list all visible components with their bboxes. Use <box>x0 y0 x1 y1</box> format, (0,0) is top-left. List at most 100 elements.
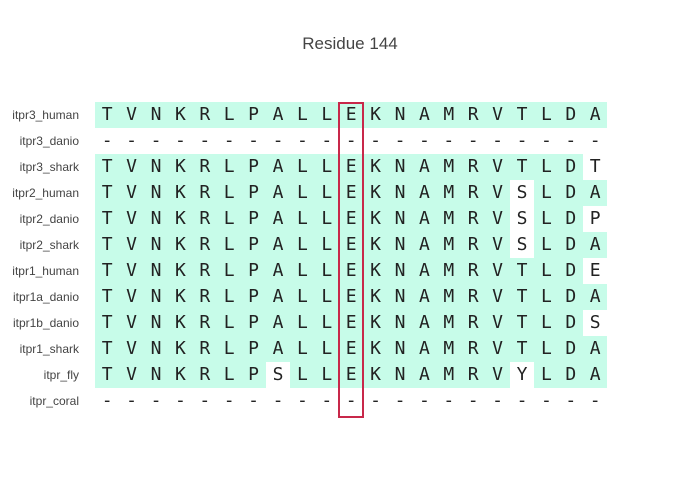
residue-cell: - <box>345 130 357 151</box>
residue-cell: R <box>461 258 486 284</box>
residue-cell: S <box>516 234 528 255</box>
residue-cell: - <box>272 130 284 151</box>
residue-cell: M <box>436 258 461 284</box>
residue-cell: N <box>143 258 169 284</box>
residue-cell: T <box>509 310 535 336</box>
residue-cell: T <box>95 336 120 362</box>
residue-cell: A <box>265 102 291 128</box>
residue-cell: D <box>558 102 583 128</box>
residue-cell: D <box>558 284 583 310</box>
residue-cell: L <box>217 180 242 206</box>
residue-cell: K <box>363 154 388 180</box>
residue-cell: S <box>272 364 284 385</box>
residue-cell: R <box>192 310 217 336</box>
residue-cell: N <box>143 154 169 180</box>
residue-cell: R <box>192 258 217 284</box>
residue-cell: D <box>558 232 583 258</box>
residue-cell: - <box>418 130 430 151</box>
residue-cell: M <box>436 206 461 232</box>
residue-cell: P <box>241 180 266 206</box>
residue-cell: L <box>290 310 315 336</box>
residue-cell: - <box>540 130 552 151</box>
residue-cell: M <box>436 102 461 128</box>
residue-cell: L <box>534 206 559 232</box>
residue-cell: M <box>436 232 461 258</box>
residue-cell: V <box>485 206 510 232</box>
residue-cell: - <box>370 390 381 411</box>
residue-cell: L <box>534 310 559 336</box>
residue-cell: A <box>412 258 437 284</box>
residue-cell: L <box>290 336 315 362</box>
residue-cell: L <box>314 336 339 362</box>
row-label-itpr3-shark: itpr3_shark <box>19 160 79 174</box>
residue-cell: L <box>314 258 339 284</box>
residue-cell: D <box>558 180 583 206</box>
residue-cell: M <box>436 180 461 206</box>
residue-cell: R <box>192 362 217 388</box>
residue-cell: D <box>558 258 583 284</box>
residue-cell: L <box>290 258 315 284</box>
residue-cell: L <box>534 180 559 206</box>
residue-cell: K <box>168 206 193 232</box>
residue-cell: E <box>339 102 364 128</box>
residue-cell: P <box>241 232 266 258</box>
residue-cell: K <box>363 232 388 258</box>
residue-cell: T <box>95 310 120 336</box>
residue-cell: M <box>436 310 461 336</box>
residue-cell: N <box>143 102 169 128</box>
residue-cell: - <box>223 390 235 411</box>
residue-cell: A <box>412 206 437 232</box>
row-label-itpr1b-danio: itpr1b_danio <box>12 316 79 330</box>
residue-cell: E <box>339 154 364 180</box>
residue-cell: V <box>119 310 144 336</box>
residue-cell: E <box>339 362 364 388</box>
residue-cell: D <box>558 362 583 388</box>
residue-cell: N <box>143 362 169 388</box>
residue-cell: M <box>436 284 461 310</box>
residue-cell: R <box>461 362 486 388</box>
residue-cell: R <box>192 284 217 310</box>
residue-cell: - <box>321 130 333 151</box>
residue-cell: R <box>461 336 486 362</box>
residue-cell: K <box>363 310 388 336</box>
figure-title: Residue 144 <box>302 34 398 53</box>
residue-cell: L <box>290 232 315 258</box>
row-label-itpr-fly: itpr_fly <box>43 368 79 382</box>
residue-cell: V <box>485 258 510 284</box>
residue-cell: T <box>509 336 535 362</box>
residue-cell: K <box>363 180 388 206</box>
residue-cell: R <box>461 232 486 258</box>
residue-cell: - <box>492 390 503 411</box>
residue-cell: V <box>119 180 144 206</box>
residue-cell: K <box>168 180 193 206</box>
residue-cell: - <box>589 130 601 151</box>
row-label-itpr1-human: itpr1_human <box>12 264 79 278</box>
residue-cell: N <box>143 336 169 362</box>
residue-cell: A <box>265 206 291 232</box>
residue-cell: M <box>436 362 461 388</box>
residue-cell: A <box>412 180 437 206</box>
residue-cell: A <box>583 336 608 362</box>
residue-cell: L <box>217 258 242 284</box>
residue-cell: L <box>217 232 242 258</box>
residue-cell: L <box>290 284 315 310</box>
residue-cell: - <box>345 390 357 411</box>
residue-cell: T <box>509 284 535 310</box>
residue-cell: P <box>589 208 601 229</box>
residue-cell: T <box>95 232 120 258</box>
residue-cell: A <box>412 362 437 388</box>
residue-cell: L <box>314 284 339 310</box>
residue-cell: P <box>241 154 266 180</box>
residue-cell: - <box>101 130 113 151</box>
residue-cell: E <box>339 258 364 284</box>
residue-cell: K <box>168 232 193 258</box>
row-label-itpr2-shark: itpr2_shark <box>19 238 79 252</box>
residue-cell: N <box>143 284 169 310</box>
residue-cell: A <box>412 102 437 128</box>
residue-cell: K <box>363 258 388 284</box>
residue-cell: A <box>583 102 608 128</box>
residue-cell: R <box>461 154 486 180</box>
residue-cell: V <box>485 102 510 128</box>
residue-cell: P <box>241 102 266 128</box>
residue-cell: A <box>583 284 608 310</box>
